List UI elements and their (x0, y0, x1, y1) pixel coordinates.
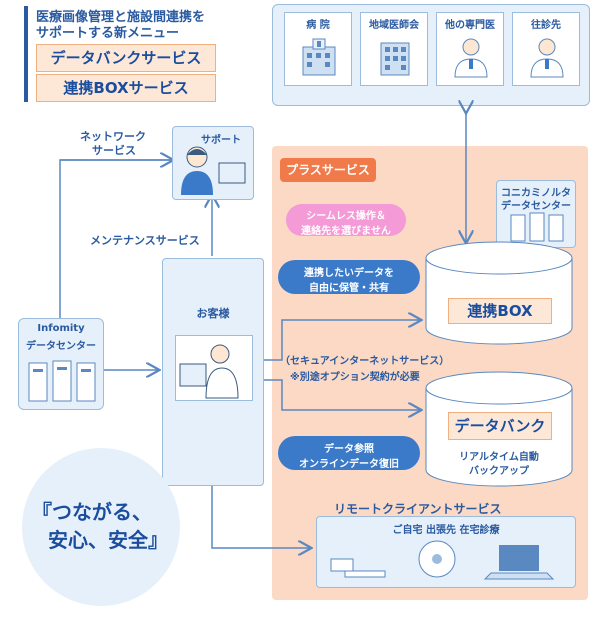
seamless-bubble: シームレス操作＆ 連絡先を選びません (286, 204, 406, 237)
maintenance-label: メンテナンスサービス (90, 234, 200, 247)
customer-panel[interactable]: お客様 (162, 258, 264, 486)
remote-devices-icon (327, 537, 565, 583)
doctor-icon (527, 35, 567, 79)
slogan-line2: 安心、安全』 (48, 528, 168, 552)
hospital-icon (299, 37, 339, 77)
support-label: サポート (201, 135, 241, 146)
server-icon (27, 357, 97, 403)
facility-label: 病 院 (306, 20, 330, 31)
databank-sub1: リアルタイム自動 (459, 452, 539, 463)
customer-at-computer-icon (175, 335, 253, 401)
slogan-line1: 『つながる、 (32, 500, 152, 524)
menu-renkei-box-service[interactable]: 連携BOXサービス (36, 74, 216, 102)
infomity-line2: データセンター (26, 341, 96, 352)
remote-client-panel[interactable]: ご自宅 出張先 在宅診療 (316, 516, 576, 588)
doctor-icon (451, 35, 491, 79)
share-line2: 自由に保管・共有 (309, 283, 389, 294)
facility-label: 往診先 (531, 20, 561, 31)
infomity-line1: Infomity (37, 323, 85, 334)
renkei-box-cylinder[interactable]: 連携BOX (424, 240, 574, 346)
seamless-line2: 連絡先を選びません (301, 226, 391, 237)
konica-line2: データセンター (501, 201, 571, 212)
facility-specialist[interactable]: 他の専門医 (436, 12, 504, 86)
share-arrow: 連携したいデータを 自由に保管・共有 (278, 260, 420, 294)
operator-icon (179, 141, 249, 195)
databank-label: データバンク (448, 412, 552, 440)
konica-datacenter[interactable]: コニカミノルタ データセンター (496, 180, 576, 248)
network-service-line1: ネットワーク (80, 130, 146, 143)
server-icon (509, 211, 565, 243)
header-line-1: 医療画像管理と施設間連携を (36, 10, 206, 25)
facility-home-visit[interactable]: 往診先 (512, 12, 580, 86)
reference-arrow: データ参照 オンラインデータ復旧 (278, 436, 420, 470)
secure-net-line2: ※別途オプション契約が必要 (290, 372, 420, 383)
seamless-line1: シームレス操作＆ (306, 211, 386, 222)
ref-line1: データ参照 (324, 444, 374, 455)
facility-hospital[interactable]: 病 院 (284, 12, 352, 86)
databank-sub2: バックアップ (469, 466, 529, 477)
header-line-2: サポートする新メニュー (36, 26, 180, 41)
plus-service-tab: プラスサービス (280, 158, 376, 182)
remote-places: ご自宅 出張先 在宅診療 (392, 525, 500, 536)
infomity-datacenter[interactable]: Infomity データセンター (18, 318, 104, 410)
facility-label: 地域医師会 (369, 20, 419, 31)
share-line1: 連携したいデータを (304, 268, 394, 279)
menu-databank-service[interactable]: データバンクサービス (36, 44, 216, 72)
databank-cylinder[interactable]: データバンク リアルタイム自動 バックアップ (424, 370, 574, 488)
renkei-box-label: 連携BOX (448, 298, 552, 324)
support-card[interactable]: サポート (172, 126, 254, 200)
office-building-icon (375, 37, 415, 77)
facility-label: 他の専門医 (445, 20, 495, 31)
slogan-circle (22, 448, 180, 606)
header-accent-bar (24, 6, 28, 102)
network-service-line2: サービス (92, 144, 136, 157)
customer-label: お客様 (196, 307, 230, 320)
facility-medical-association[interactable]: 地域医師会 (360, 12, 428, 86)
ref-line2: オンラインデータ復旧 (299, 459, 399, 470)
konica-line1: コニカミノルタ (501, 188, 571, 199)
remote-title: リモートクライアントサービス (334, 502, 502, 516)
secure-net-line1: （セキュアインターネットサービス） (280, 356, 450, 367)
